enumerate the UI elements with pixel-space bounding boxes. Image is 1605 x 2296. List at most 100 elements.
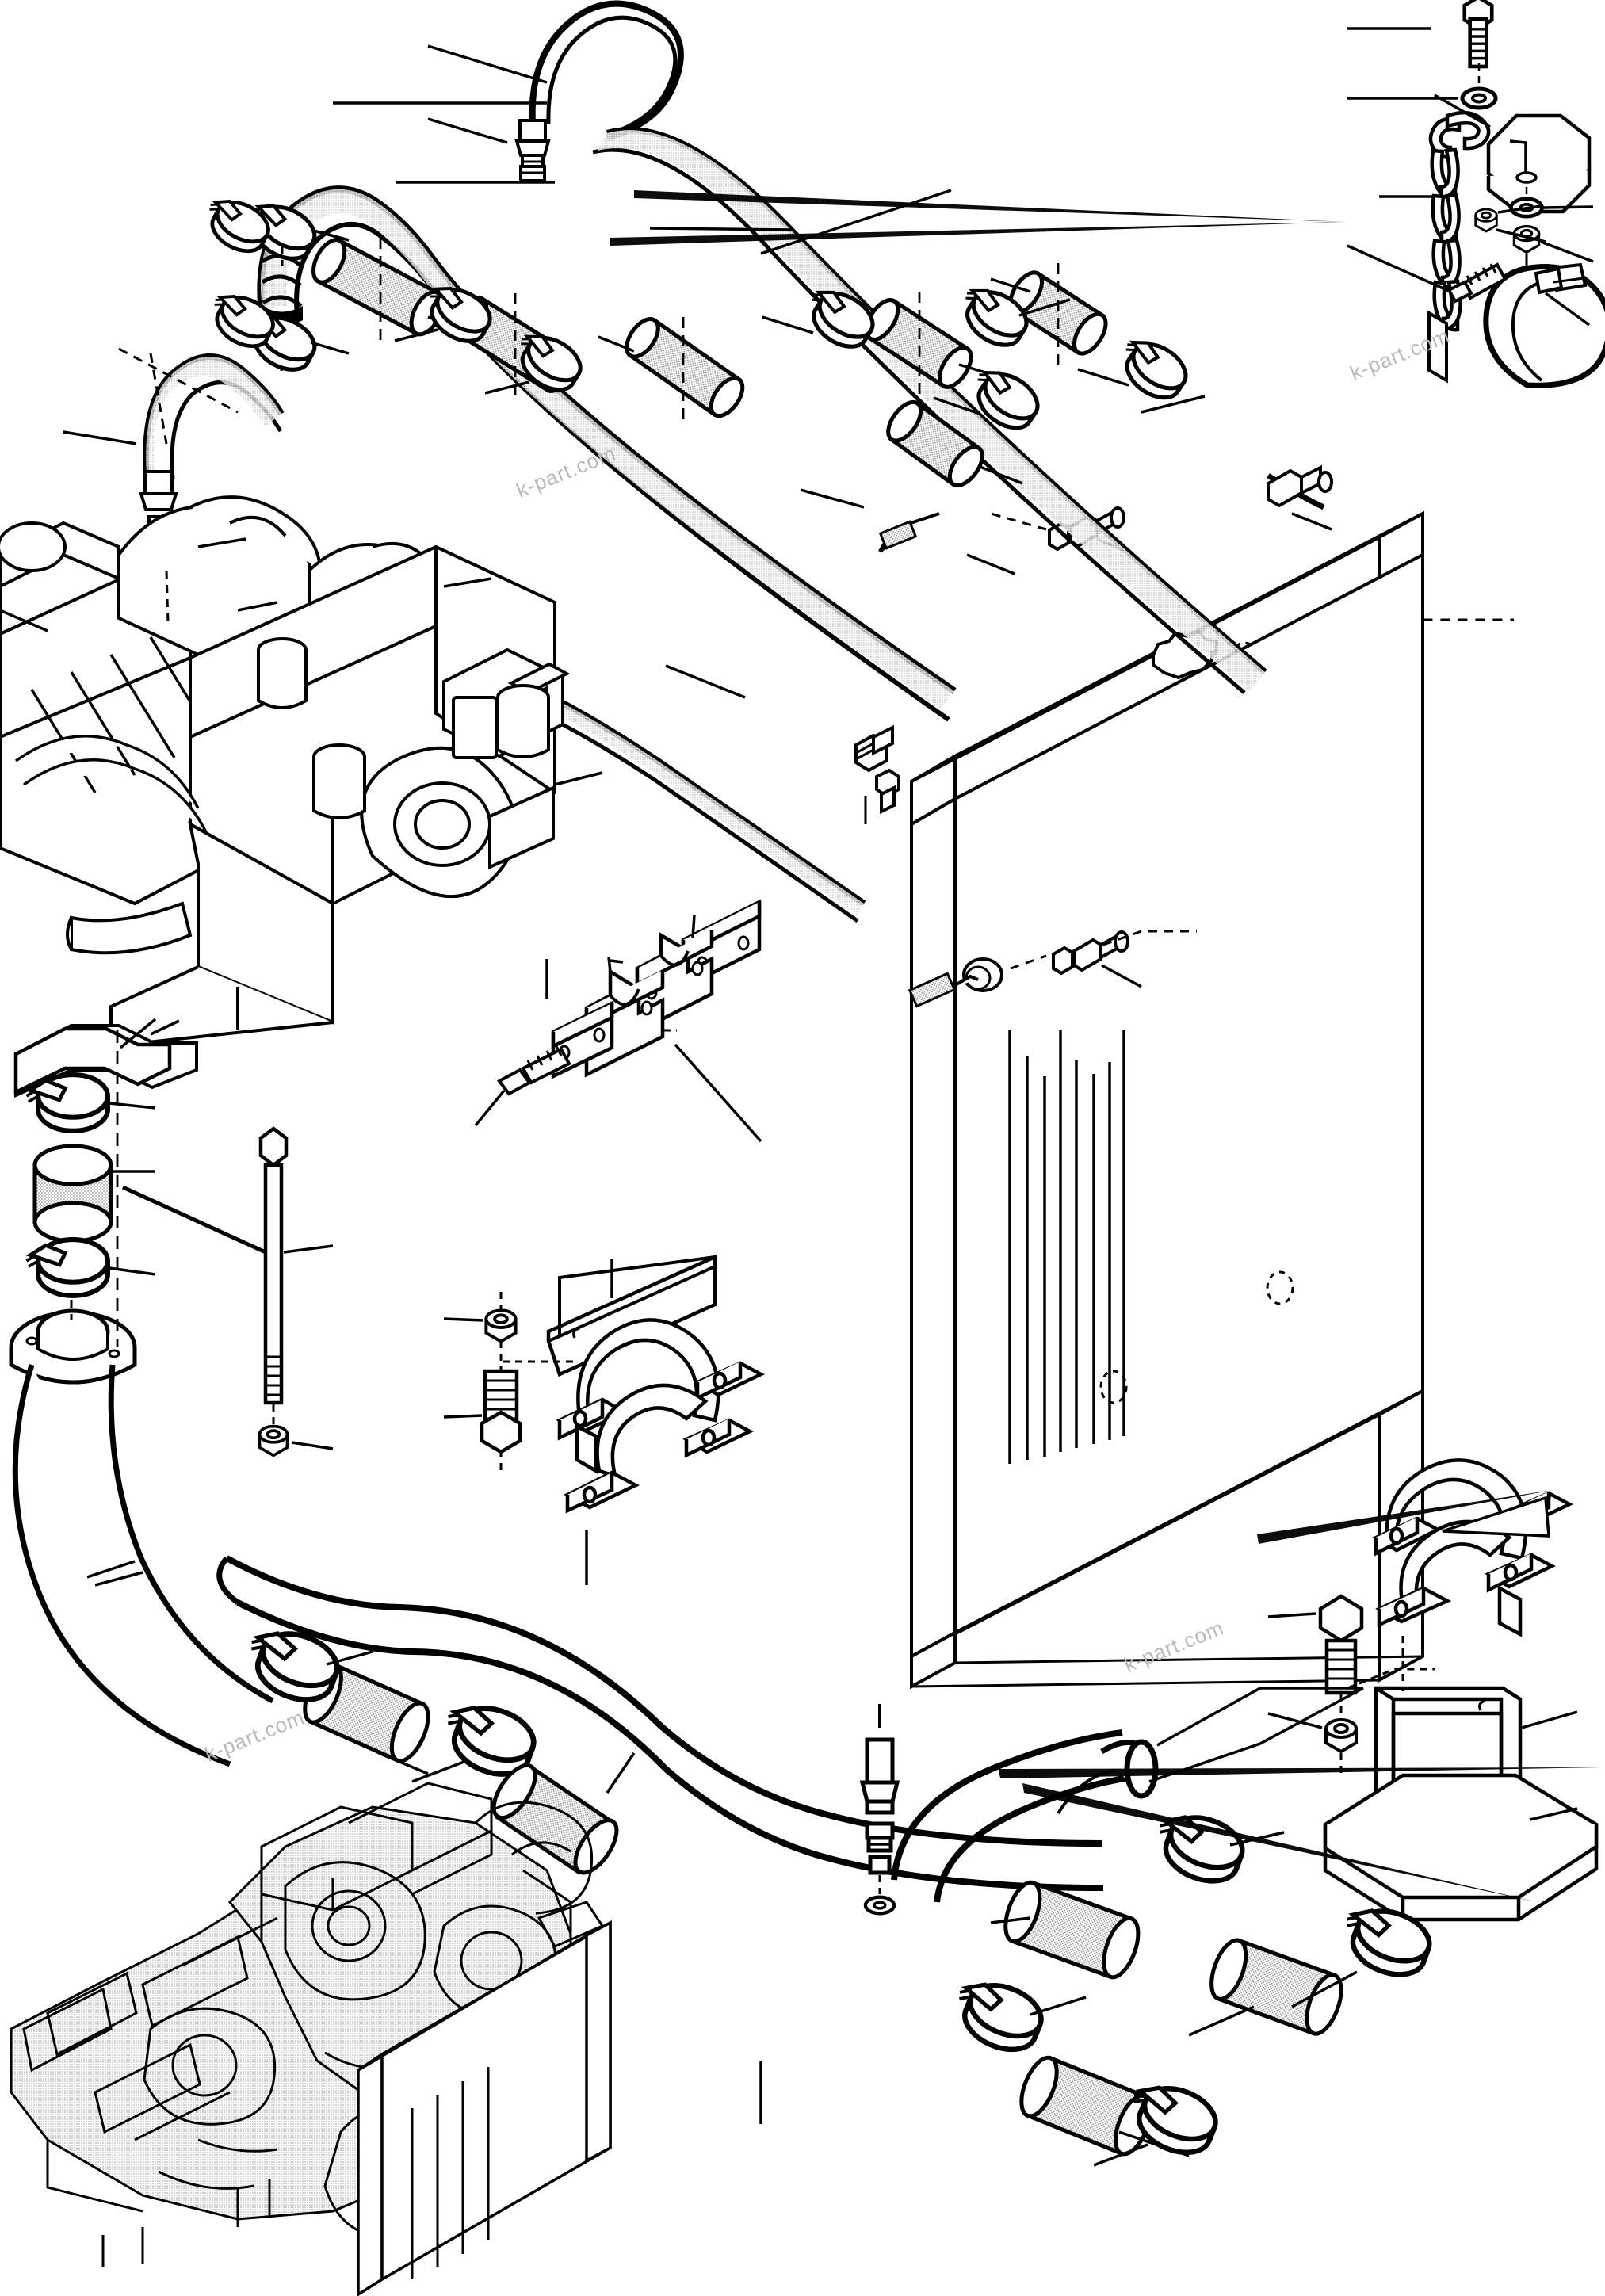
group-engine-main [0, 495, 571, 1098]
hex-nut-icon [258, 1424, 289, 1457]
leader-line [990, 277, 1031, 293]
leader-line [443, 577, 492, 588]
hose-sleeve-icon [625, 317, 745, 418]
leader-line [94, 1571, 143, 1587]
leader-line [1529, 1807, 1578, 1821]
leader-line [1542, 205, 1594, 209]
leader-line [0, 609, 48, 632]
saddle-bolt-icon [480, 1369, 522, 1454]
leader-line [1188, 2005, 1255, 2037]
banjo-washer-icon [866, 1897, 894, 1914]
group-radiator [878, 506, 1514, 1690]
leader-line [1156, 1687, 1363, 1747]
leader-line [1347, 244, 1451, 293]
leader-line [691, 915, 696, 938]
saddle-hex-nut-icon [484, 1308, 518, 1343]
mount-bolt-icon [1318, 1594, 1364, 1695]
group-filter-stack [9, 1018, 334, 1767]
group-radiator-small [357, 1920, 612, 2296]
pipe-saddle-clamp-icon [556, 1318, 765, 1514]
leader-line [1544, 292, 1591, 327]
clamp-screw-icon [1446, 262, 1508, 304]
leader-line [1093, 2143, 1148, 2167]
leader-line [674, 1043, 762, 1143]
leader-line [411, 1759, 467, 1783]
leader-line [86, 1560, 136, 1579]
group-cap-chain [1347, 0, 1605, 388]
group-hose-lower [94, 1555, 1436, 2167]
leader-line [1030, 1996, 1087, 2016]
leader-line [554, 771, 603, 786]
hose-sleeve-icon [1008, 270, 1108, 356]
leader-line [427, 44, 548, 84]
leader-line [197, 537, 246, 548]
leader-line [1291, 1970, 1358, 2008]
rubber-sleeve-icon [32, 1144, 113, 1244]
support-bracket-icon [13, 1026, 172, 1095]
flange-plate-icon [9, 1308, 137, 1385]
leader-line [326, 1650, 373, 1666]
leader-line [121, 1185, 267, 1255]
leader-lines-misc [333, 101, 1206, 575]
leader-line [474, 1089, 506, 1127]
flat-washer-icon [1462, 89, 1496, 108]
leader-line [1540, 240, 1594, 263]
hose-sleeve-icon [864, 298, 973, 389]
hose-end-fitting-icon [854, 724, 900, 815]
group-engine-detail [10, 1782, 612, 2296]
leader-line [310, 341, 350, 355]
leader-line [443, 1317, 484, 1322]
drain-cock-icon [950, 957, 1003, 992]
leader-line [933, 396, 980, 415]
long-through-bolt-icon [258, 1126, 289, 1405]
group-saddle-clamp [443, 1254, 765, 1585]
hose-end-fitting-icon [1267, 464, 1333, 508]
octagonal-base-icon [1323, 1773, 1599, 1922]
clamp-bolt-icon [497, 1045, 571, 1096]
hose-end-fitting-icon [514, 119, 551, 182]
leader-line [607, 957, 612, 972]
leader-arrow [1442, 1496, 1550, 1538]
banjo-fitting-icon [859, 1737, 900, 1875]
leader-line [1077, 368, 1129, 387]
hex-head-bolt-icon [1465, 0, 1492, 67]
leader-line [762, 315, 814, 334]
leader-line [1018, 298, 1071, 317]
radiator-fins [1008, 1030, 1125, 1464]
leader-line [1101, 964, 1142, 988]
leader-line [665, 664, 746, 699]
leader-line [394, 328, 438, 342]
leader-line [150, 1019, 180, 1036]
leader-line [378, 1752, 429, 1775]
group-hose-upper [63, 0, 1333, 923]
leader-line [1291, 512, 1332, 531]
leader-line [1267, 1712, 1323, 1729]
leader-line [990, 1916, 1031, 1924]
leader-line [119, 1018, 157, 1049]
hose-clamp-band-icon [1483, 262, 1605, 388]
leader-line [283, 1244, 334, 1254]
group-mount-octagon [1267, 1458, 1599, 1922]
leader-line [310, 228, 350, 242]
hose-sleeve-icon [1209, 1938, 1343, 2036]
hose-sleeve-icon [1003, 1880, 1141, 1980]
leader-line [237, 601, 278, 612]
leader-line [443, 1414, 483, 1419]
leader-line [1267, 1612, 1316, 1618]
hose-sleeve-icon [886, 399, 984, 488]
clamp-nut-icon [1474, 208, 1498, 233]
leader-line [598, 335, 635, 353]
angle-bracket-icon [546, 1254, 717, 1377]
mount-nut-icon [1324, 1718, 1358, 1753]
filler-cap-icon [1486, 113, 1592, 214]
chain-tab [1427, 310, 1448, 384]
leader-line [291, 1441, 334, 1450]
leader-line [427, 117, 508, 144]
leader-line [977, 464, 1023, 485]
leader-line [606, 1752, 636, 1794]
leader-line [63, 430, 137, 445]
lower-drain-fitting-icon [1052, 930, 1129, 976]
leader-line [1521, 1710, 1578, 1729]
